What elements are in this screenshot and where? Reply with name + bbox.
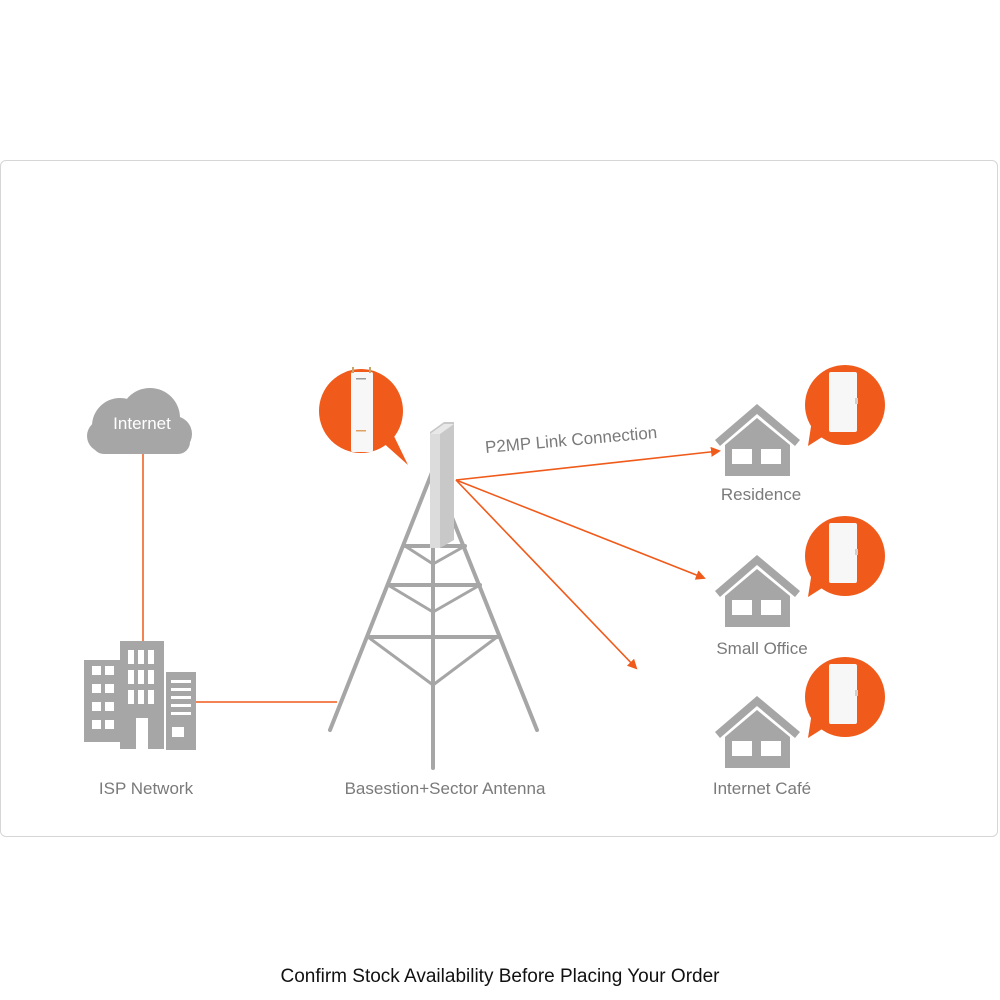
cloud-icon <box>87 388 192 454</box>
client-label-internet-cafe: Internet Café <box>712 779 812 798</box>
building-icon <box>84 641 196 750</box>
cpe-device-icon <box>805 516 885 597</box>
sector-antenna-icon <box>430 422 454 548</box>
link-arrow-small-office <box>455 479 706 580</box>
internet-label: Internet <box>113 414 171 433</box>
house-icon <box>715 696 800 768</box>
isp-network-label: ISP Network <box>98 779 194 798</box>
house-icon <box>715 404 800 476</box>
access-point-device-icon <box>319 367 408 465</box>
house-icon <box>715 555 800 627</box>
cpe-device-icon <box>805 657 885 738</box>
link-arrow-residence <box>455 446 721 481</box>
client-label-residence: Residence <box>720 485 802 504</box>
link-arrow-internet-cafe <box>455 479 638 670</box>
basestation-label: Basestion+Sector Antenna <box>344 779 546 798</box>
cpe-device-icon <box>805 365 885 446</box>
stock-notice: Confirm Stock Availability Before Placin… <box>280 966 720 987</box>
client-label-small-office: Small Office <box>716 639 808 658</box>
